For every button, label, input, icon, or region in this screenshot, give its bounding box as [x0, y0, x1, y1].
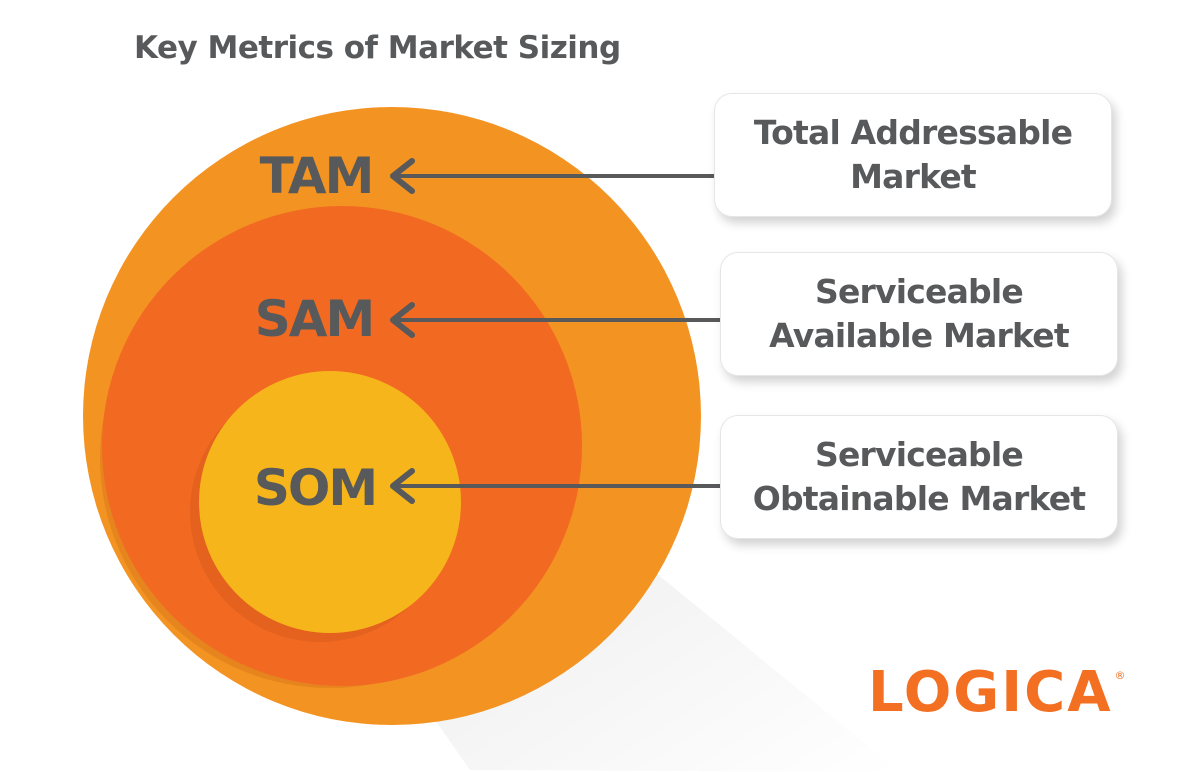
som-label: SOM: [254, 459, 376, 517]
logo-text: LOGICA: [868, 660, 1113, 725]
sam-card-line2: Available Market: [769, 316, 1069, 355]
tam-label: TAM: [260, 147, 373, 205]
tam-arrow: [390, 158, 714, 194]
tam-card: Total Addressable Market: [714, 93, 1112, 217]
sam-card: Serviceable Available Market: [720, 252, 1118, 376]
som-card-line2: Obtainable Market: [752, 479, 1086, 518]
registered-mark: ®: [1114, 669, 1126, 682]
tam-card-line1: Total Addressable: [753, 113, 1073, 152]
sam-label: SAM: [255, 290, 373, 348]
tam-card-line2: Market: [850, 157, 977, 196]
sam-card-line1: Serviceable: [815, 272, 1024, 311]
som-card-line1: Serviceable: [815, 435, 1024, 474]
sam-arrow: [390, 302, 720, 338]
page-title: Key Metrics of Market Sizing: [134, 30, 621, 66]
logica-logo: LOGICA ®: [868, 663, 1126, 723]
som-circle: [199, 371, 461, 633]
som-arrow: [390, 468, 720, 504]
som-card: Serviceable Obtainable Market: [720, 415, 1118, 539]
